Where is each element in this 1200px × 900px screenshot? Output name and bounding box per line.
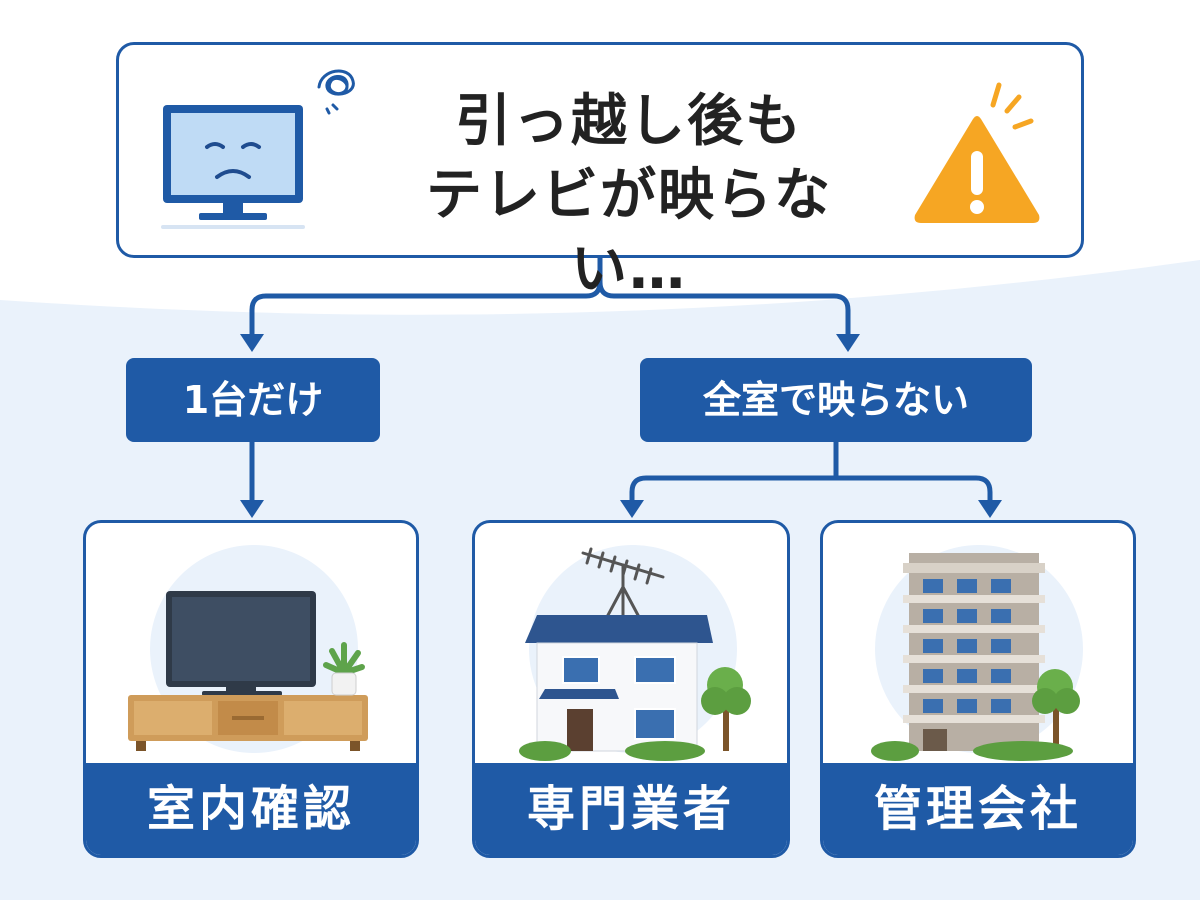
- outcome-room-check: 室内確認: [83, 520, 419, 858]
- branch-all-rooms: 全室で映らない: [640, 358, 1032, 442]
- outcome-label-management-company: 管理会社: [823, 763, 1133, 855]
- sad-tv-icon: [161, 105, 305, 229]
- branch-one-tv: 1台だけ: [126, 358, 380, 442]
- warning-icon: [914, 82, 1040, 223]
- question-box: 引っ越し後も テレビが映らない…: [116, 42, 1084, 302]
- confusion-scribble-icon: [317, 69, 355, 115]
- headline-line-1: 引っ越し後も: [455, 89, 803, 154]
- arrowhead-left-card: [240, 500, 264, 518]
- tv-stand-icon: [128, 545, 368, 753]
- arrowhead-right-card: [978, 500, 1002, 518]
- arrowhead-right: [836, 334, 860, 352]
- outcome-label-room-check: 室内確認: [86, 763, 416, 855]
- arrowhead-mid-card: [620, 500, 644, 518]
- outcome-management-company: 管理会社: [820, 520, 1136, 858]
- house-antenna-icon: [519, 545, 751, 761]
- outcome-specialist: 専門業者: [472, 520, 790, 858]
- headline-line-2: テレビが映らない…: [426, 163, 832, 302]
- outcome-label-specialist: 専門業者: [475, 763, 787, 855]
- arrowhead-left: [240, 334, 264, 352]
- headline: 引っ越し後も テレビが映らない…: [419, 85, 839, 307]
- apartment-building-icon: [871, 545, 1083, 761]
